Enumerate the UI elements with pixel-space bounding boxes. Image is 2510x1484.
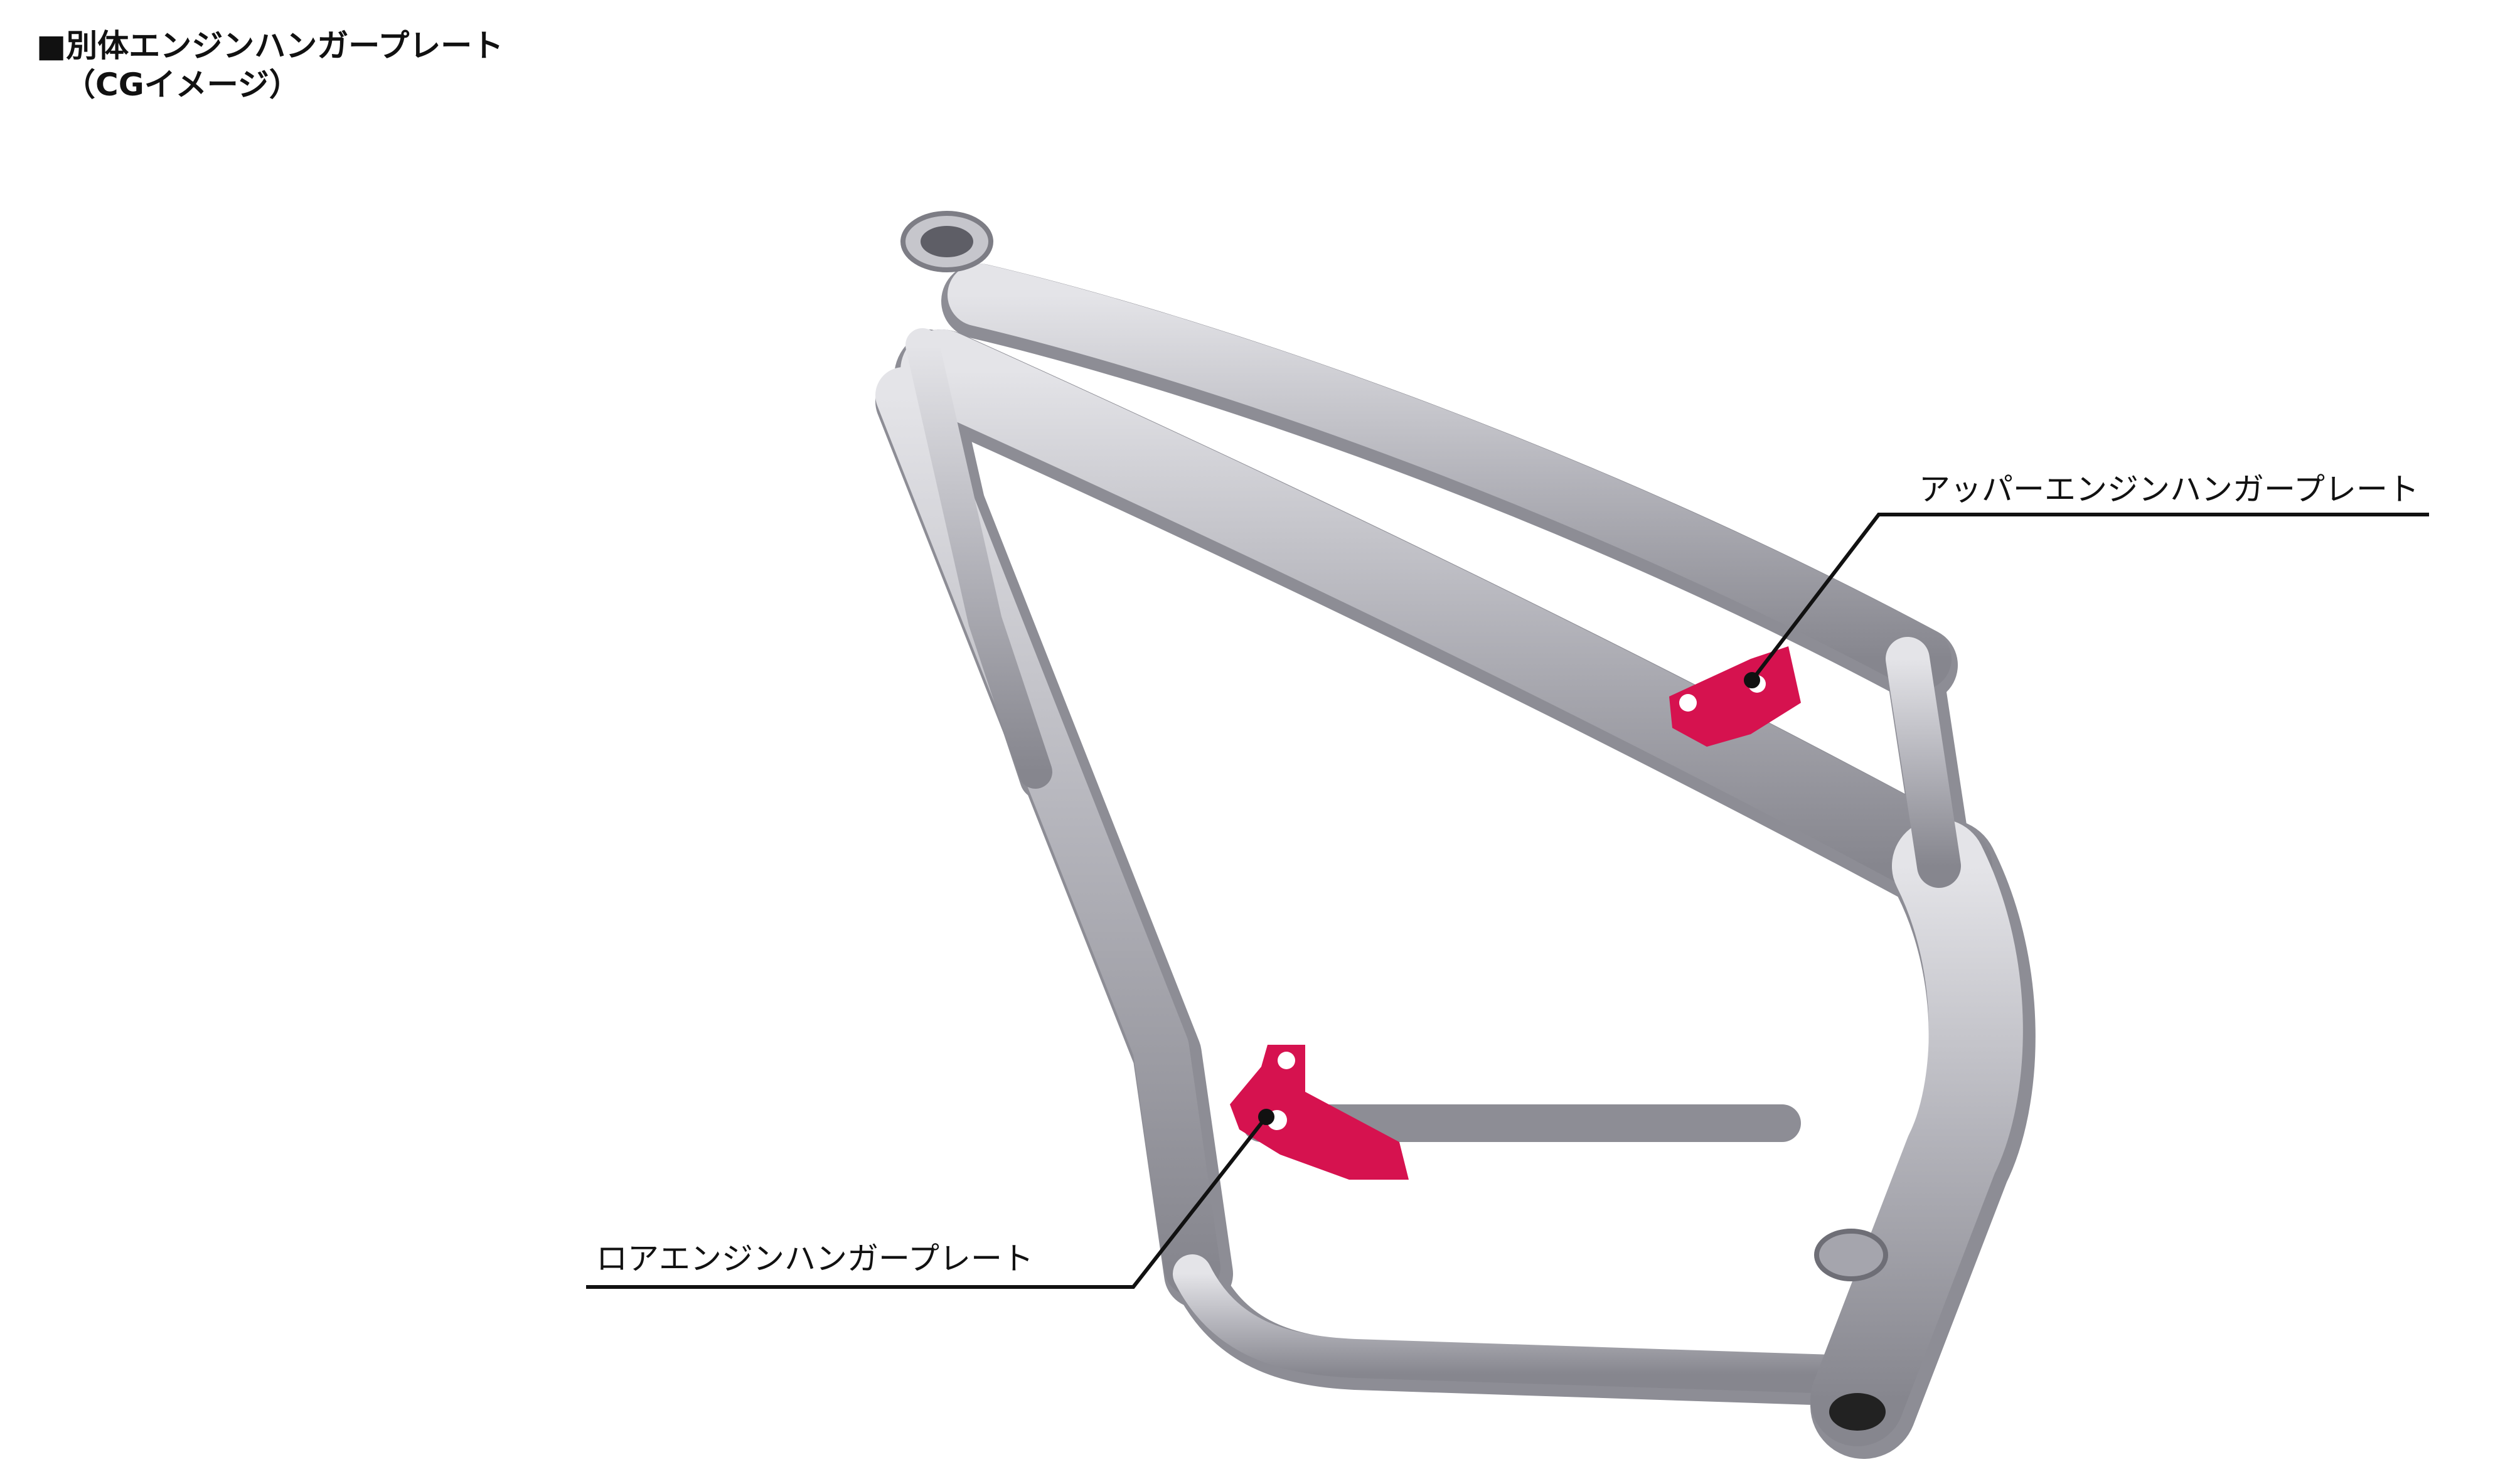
callout-leader-lines bbox=[586, 513, 2429, 1289]
lower-engine-hanger-plate-label: ロアエンジンハンガープレート bbox=[596, 1241, 1033, 1277]
swingarm-pivot bbox=[1814, 1229, 1888, 1431]
upper-leader-line bbox=[1750, 513, 2429, 681]
upper-engine-hanger-plate-label: アッパーエンジンハンガープレート bbox=[1919, 471, 2419, 508]
figure-title-main: ■別体エンジンハンガープレート bbox=[36, 28, 504, 64]
lower-leader-line bbox=[586, 1116, 1268, 1289]
frame-tubes bbox=[875, 264, 2036, 1459]
head-tube bbox=[900, 211, 993, 272]
upper-engine-hanger-plate bbox=[1669, 646, 1801, 747]
figure-title-sub: （CGイメージ） bbox=[64, 67, 301, 103]
figure-title: ■別体エンジンハンガープレート （CGイメージ） bbox=[36, 26, 503, 104]
